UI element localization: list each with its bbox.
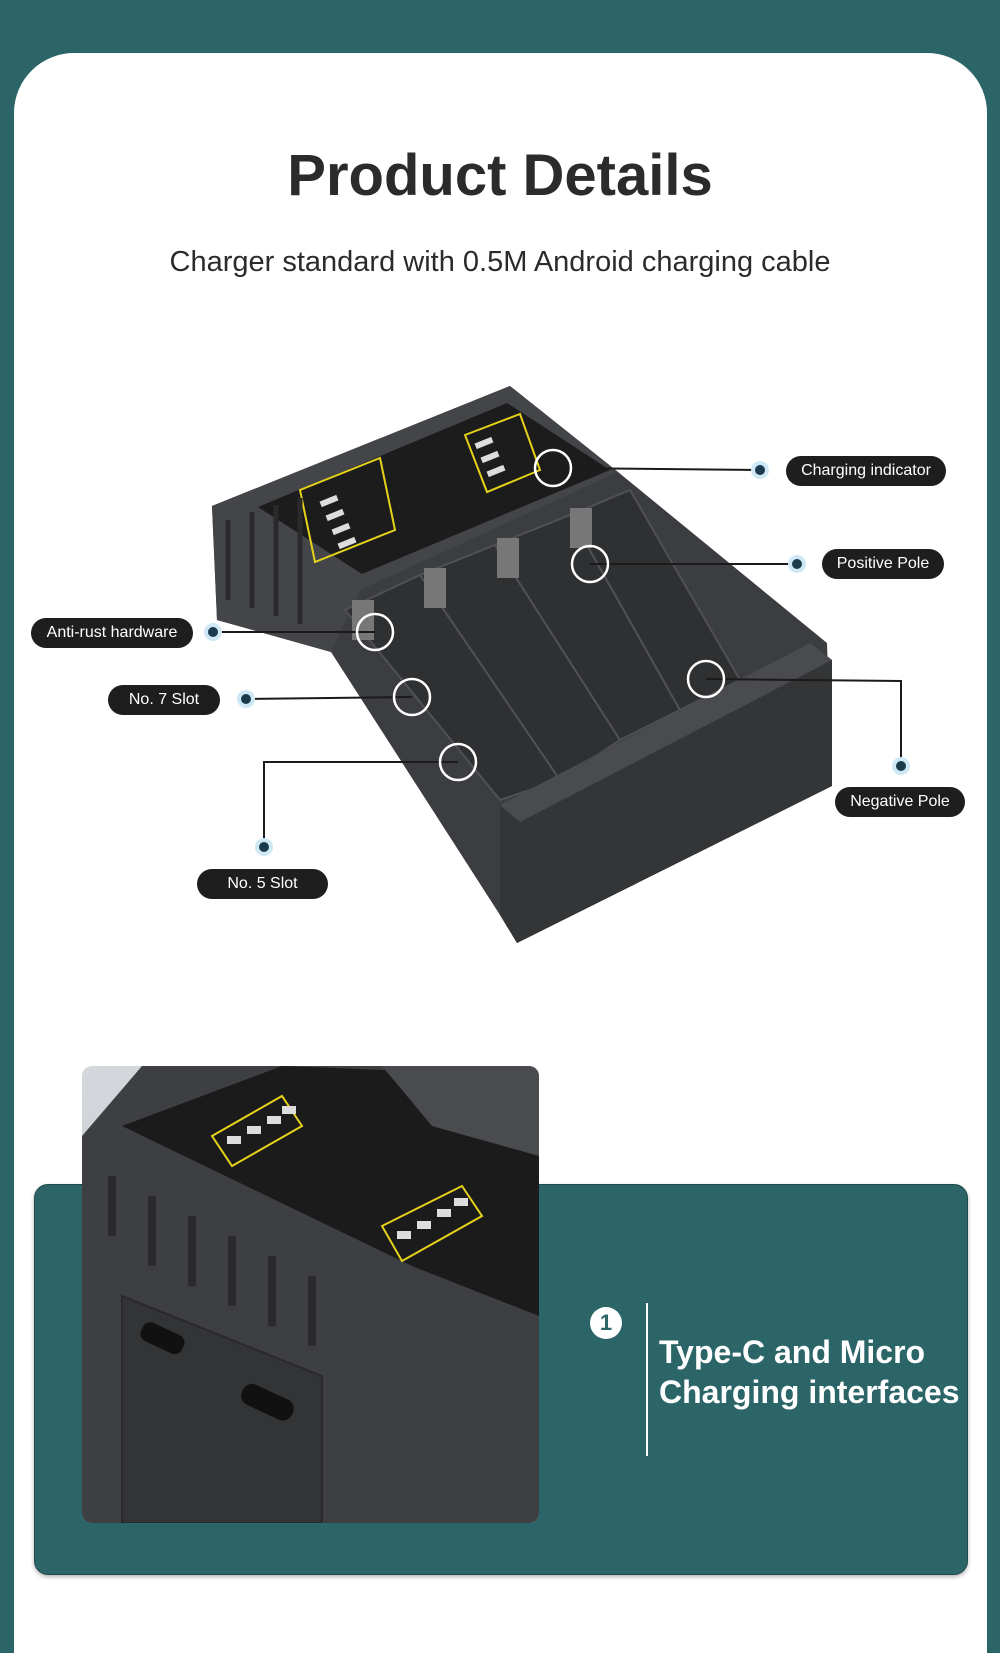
feature-text: Type-C and Micro Charging interfaces: [659, 1332, 960, 1412]
dot-icon: [204, 623, 222, 641]
charger-diagram: [204, 386, 910, 943]
usb-c-port-icon: [241, 1383, 294, 1421]
callout-negative-pole: Negative Pole: [835, 787, 965, 817]
feature-number-badge: 1: [590, 1307, 622, 1339]
feature-line-1: Type-C and Micro: [659, 1334, 926, 1370]
dot-icon: [255, 838, 273, 856]
callout-charging-indicator: Charging indicator: [786, 456, 946, 486]
dot-icon: [788, 555, 806, 573]
feature-line-2: Charging interfaces: [659, 1374, 960, 1410]
callout-no7-slot: No. 7 Slot: [108, 685, 220, 715]
dot-icon: [892, 757, 910, 775]
dot-icon: [751, 461, 769, 479]
micro-usb-port-icon: [140, 1322, 185, 1355]
callout-no5-slot: No. 5 Slot: [197, 869, 328, 899]
dot-icon: [237, 690, 255, 708]
feature-divider: [646, 1303, 648, 1456]
page-subtitle: Charger standard with 0.5M Android charg…: [169, 246, 831, 278]
charger-image: [212, 386, 832, 943]
callout-anti-rust-hardware: Anti-rust hardware: [31, 618, 193, 648]
callout-circles: [355, 448, 726, 782]
charging-port-photo: [82, 1066, 539, 1523]
callout-positive-pole: Positive Pole: [822, 549, 944, 579]
page-title: Product Details: [287, 143, 713, 208]
leader-lines: [213, 467, 902, 847]
callout-dots: [204, 461, 910, 856]
